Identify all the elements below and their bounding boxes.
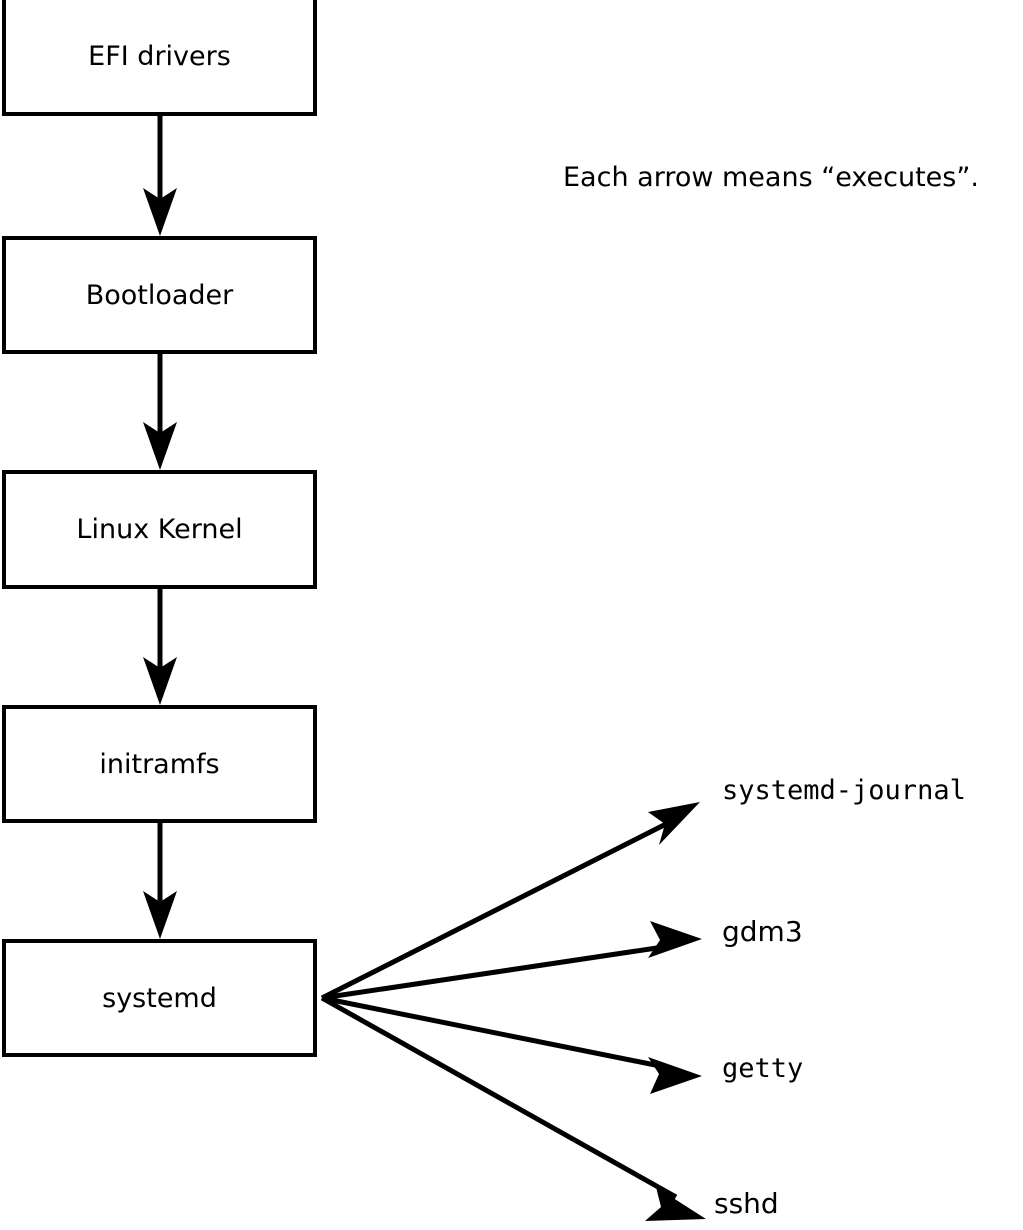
node-label-linux-kernel: Linux Kernel <box>76 514 243 545</box>
chain-arrow-kernel-to-initramfs <box>143 589 177 705</box>
chain-arrow-efi-to-bootloader <box>143 116 177 236</box>
chain-arrow-bootloader-to-kernel <box>143 354 177 470</box>
node-linux-kernel[interactable]: Linux Kernel <box>2 470 317 589</box>
node-label-bootloader: Bootloader <box>85 279 234 311</box>
node-bootloader[interactable]: Bootloader <box>2 236 317 354</box>
service-arrow-gdm3 <box>321 921 702 1001</box>
node-initramfs[interactable]: initramfs <box>2 705 317 823</box>
node-label-efi-drivers: EFI drivers <box>88 40 231 72</box>
service-arrow-systemd-journal <box>320 802 700 1001</box>
service-label-gdm3[interactable]: gdm3 <box>722 915 803 948</box>
service-arrow-getty <box>321 995 702 1094</box>
node-systemd[interactable]: systemd <box>2 939 317 1057</box>
diagram-caption: Each arrow means “executes”. <box>563 162 979 193</box>
service-label-systemd-journal[interactable]: systemd-journal <box>722 775 966 806</box>
node-label-initramfs: initramfs <box>99 748 220 780</box>
service-label-getty[interactable]: getty <box>722 1053 804 1084</box>
node-label-systemd: systemd <box>102 982 217 1014</box>
service-arrow-sshd <box>320 995 706 1221</box>
chain-arrow-initramfs-to-systemd <box>143 823 177 939</box>
node-efi-drivers[interactable]: EFI drivers <box>2 0 317 116</box>
service-label-sshd[interactable]: sshd <box>714 1187 779 1220</box>
